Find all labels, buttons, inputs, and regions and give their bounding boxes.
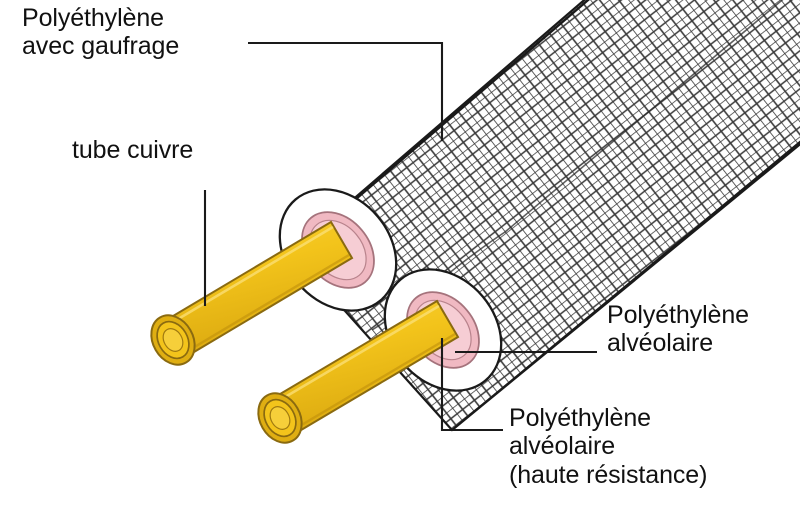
callout-polyethylene-alveolaire: Polyéthylène alvéolaire: [607, 301, 749, 358]
callout-polyethylene-avec-gaufrage: Polyéthylène avec gaufrage: [22, 4, 180, 61]
callout-polyethylene-alveolaire-haute-resistance: Polyéthylène alvéolaire (haute résistanc…: [509, 404, 708, 489]
callout-tube-cuivre: tube cuivre: [72, 136, 194, 164]
copper-tube-upper: [150, 220, 354, 366]
leader-polyethylene-avec-gaufrage: [248, 41, 444, 141]
leader-polyethylene-alveolaire-haute-resistance: [440, 338, 503, 432]
copper-tube-lower: [257, 299, 460, 444]
